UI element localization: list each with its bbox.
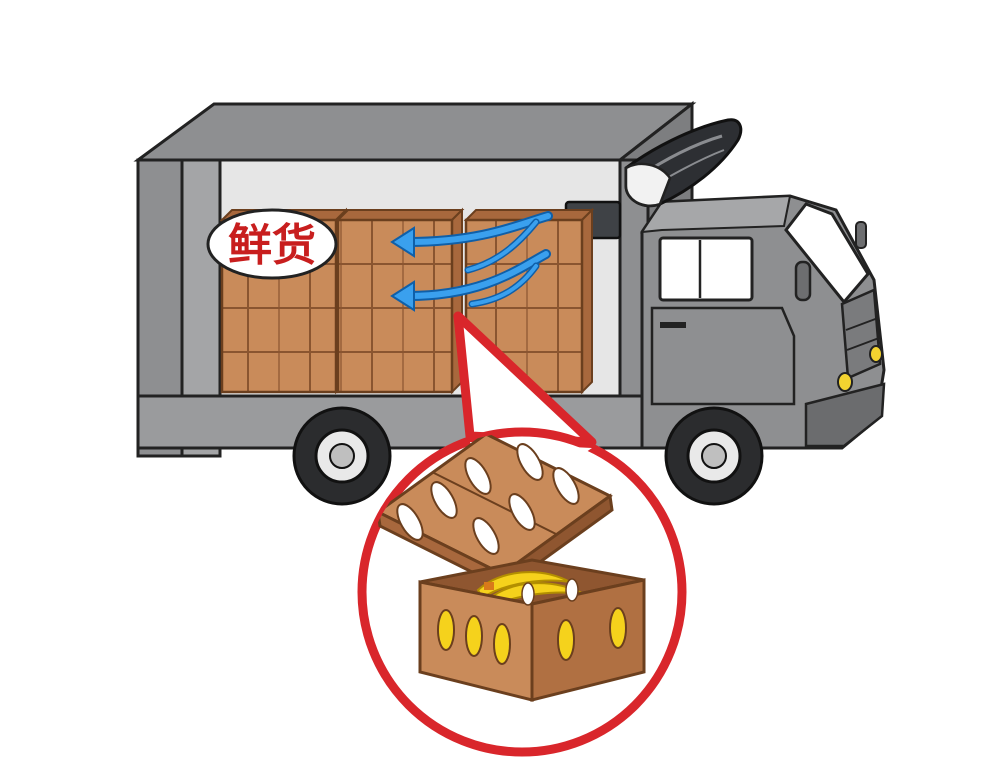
label-text: 鲜货	[228, 220, 316, 271]
airflow-arrow-icon	[464, 218, 540, 274]
label-bubble	[206, 208, 338, 280]
callout-magnifier	[357, 311, 687, 757]
headlight-right	[869, 345, 883, 363]
cab-windshield	[784, 202, 870, 305]
airflow-arrow-icon	[390, 249, 551, 312]
side-mirror	[794, 260, 812, 302]
cab-side-window	[658, 236, 754, 302]
cab-roof	[639, 194, 792, 234]
cargo-label: 鲜货	[206, 208, 338, 280]
cab-door	[650, 306, 796, 406]
headlight-left	[837, 372, 853, 392]
wheel-rear	[292, 406, 392, 506]
front-bumper	[804, 382, 886, 448]
wheel-front	[664, 406, 764, 506]
box-stack-3	[463, 207, 595, 395]
box-stack-2	[335, 207, 465, 395]
cargo-roof	[133, 102, 697, 162]
door-handle	[660, 322, 686, 328]
ventilated-box-lid	[375, 432, 614, 591]
airflow-arrow-icon	[468, 262, 540, 308]
airflow-arrows	[390, 211, 553, 312]
truck-cab	[639, 194, 886, 450]
ventilated-box-open	[418, 558, 646, 702]
cab-front-grille	[840, 288, 882, 380]
